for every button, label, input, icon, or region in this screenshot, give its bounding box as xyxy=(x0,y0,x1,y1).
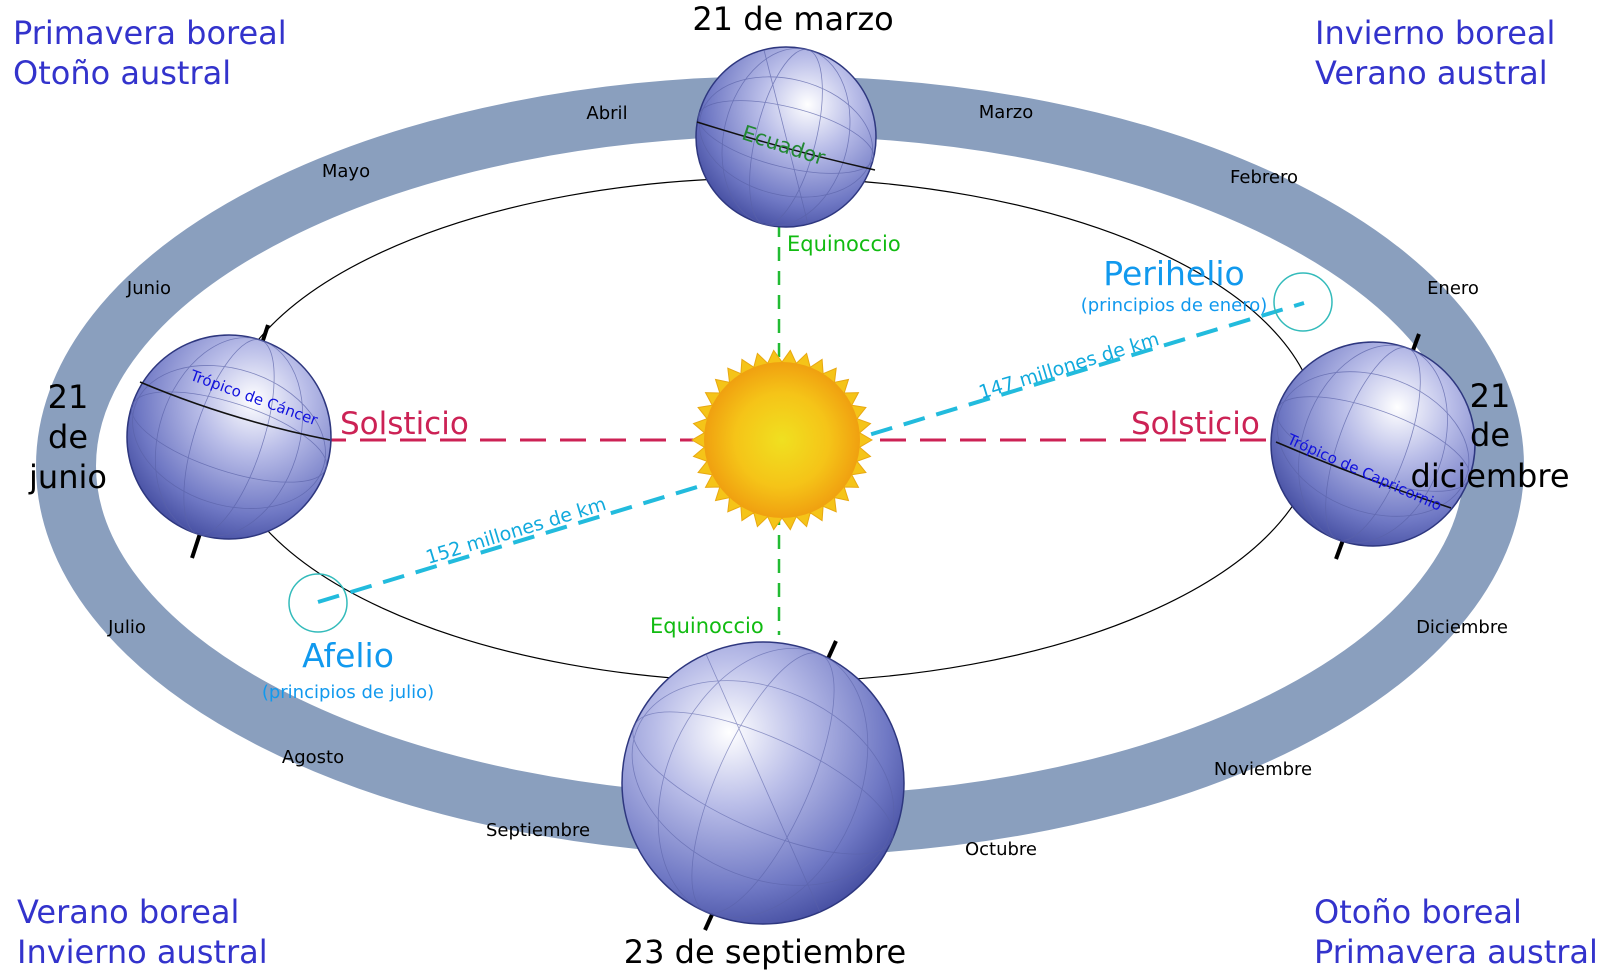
aphelion-label: Afelio xyxy=(302,636,394,675)
perihelion-label: Perihelio xyxy=(1103,254,1245,293)
solstice-label-right: Solsticio xyxy=(1131,406,1260,442)
month-mayo: Mayo xyxy=(322,161,370,182)
solstice-label-left: Solsticio xyxy=(340,406,469,442)
equinox-label-bottom: Equinoccio xyxy=(650,614,764,638)
distance-aphelion: 152 millones de km xyxy=(423,493,609,569)
sun-icon xyxy=(691,349,873,531)
season-bottom-right-line1: Otoño boreal xyxy=(1314,893,1522,931)
aphelion-note: (principios de julio) xyxy=(262,682,434,703)
month-diciembre: Diciembre xyxy=(1416,617,1508,638)
date-december-line3: diciembre xyxy=(1411,457,1570,495)
season-top-right-line1: Invierno boreal xyxy=(1315,14,1555,52)
perihelion-marker xyxy=(1273,272,1333,332)
date-june-line1: 21 xyxy=(48,378,89,416)
date-june-line2: de xyxy=(48,418,88,456)
season-top-left-line1: Primavera boreal xyxy=(13,14,287,52)
month-enero: Enero xyxy=(1427,278,1479,299)
date-september: 23 de septiembre xyxy=(624,933,906,971)
earth-june: Trópico de Cáncer xyxy=(126,324,332,559)
season-bottom-left-line2: Invierno austral xyxy=(17,933,268,971)
season-top-left-line2: Otoño austral xyxy=(13,54,231,92)
date-march: 21 de marzo xyxy=(692,0,893,38)
month-febrero: Febrero xyxy=(1230,167,1298,188)
earth-december: Trópico de Capricornio xyxy=(1270,333,1476,560)
distance-perihelion: 147 millones de km xyxy=(976,328,1162,404)
season-bottom-right-line2: Primavera austral xyxy=(1314,933,1598,971)
season-bottom-left-line1: Verano boreal xyxy=(17,893,239,931)
month-abril: Abril xyxy=(586,103,627,124)
month-septiembre: Septiembre xyxy=(486,820,590,841)
perihelion-note: (principios de enero) xyxy=(1081,295,1268,316)
month-marzo: Marzo xyxy=(979,102,1033,123)
month-junio: Junio xyxy=(126,278,171,299)
earth-september xyxy=(621,640,905,931)
date-june-line3: junio xyxy=(28,458,107,496)
month-julio: Julio xyxy=(107,617,146,638)
date-december-line2: de xyxy=(1470,416,1510,454)
season-top-right-line2: Verano austral xyxy=(1315,54,1548,92)
equinox-label-top: Equinoccio xyxy=(787,232,901,256)
aphelion-marker xyxy=(288,573,348,633)
month-agosto: Agosto xyxy=(282,747,344,768)
date-december-line1: 21 xyxy=(1470,377,1511,415)
month-octubre: Octubre xyxy=(965,839,1037,860)
month-noviembre: Noviembre xyxy=(1214,759,1312,780)
earth-march: Ecuador xyxy=(695,46,877,228)
